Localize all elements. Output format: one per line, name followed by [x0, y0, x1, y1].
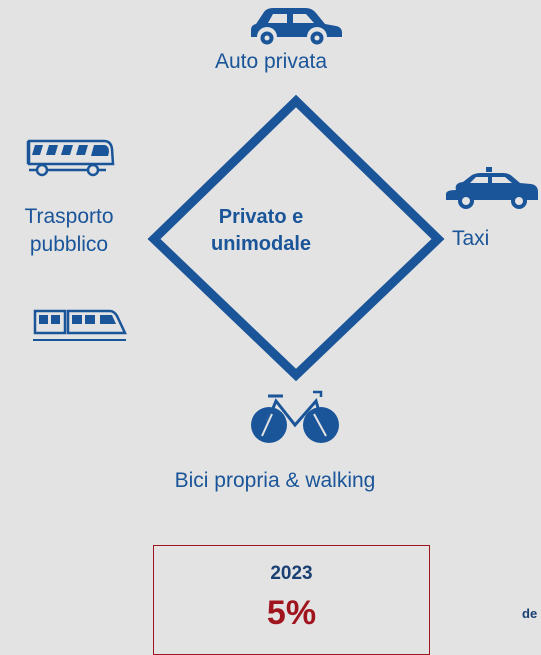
diagram-graphics: [26, 8, 538, 443]
bus-icon: [26, 139, 115, 177]
node-label-taxi: Taxi: [452, 227, 490, 250]
bicycle-icon: [251, 390, 339, 443]
stat-year: 2023: [270, 563, 313, 584]
diamond-center-label: Privato e unimodale: [210, 206, 311, 255]
taxi-icon: [446, 167, 538, 209]
node-label-public-transport: Trasporto pubblico: [24, 205, 114, 257]
stat-box: 2023 5%: [153, 545, 430, 655]
diamond-shape: [147, 94, 445, 382]
node-label-private-car: Auto privata: [214, 50, 328, 73]
stat-value: 5%: [266, 594, 317, 632]
node-label-bike-walking: Bici propria & walking: [174, 469, 376, 492]
car-icon: [251, 8, 342, 45]
train-icon: [33, 309, 127, 341]
clipped-edge-text: de: [522, 606, 538, 621]
